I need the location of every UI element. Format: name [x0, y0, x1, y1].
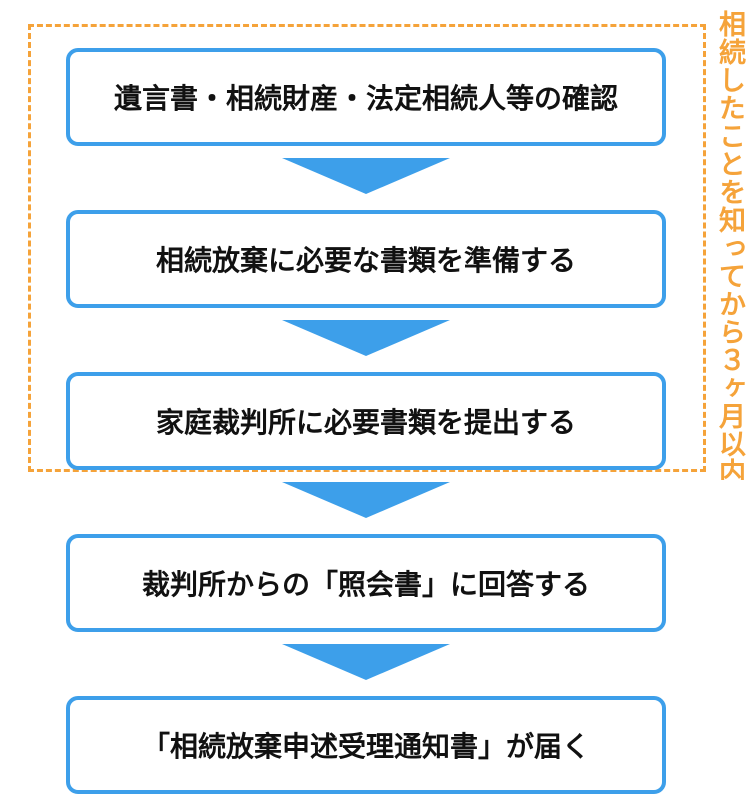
- step-5-label: 「相続放棄申述受理通知書」が届く: [141, 730, 590, 763]
- step-4-label: 裁判所からの「照会書」に回答する: [141, 568, 590, 601]
- deadline-label: 相続したことを知ってから３ヶ月以内: [714, 10, 745, 480]
- step-4-box: 裁判所からの「照会書」に回答する: [66, 534, 666, 632]
- down-arrow-icon: [282, 158, 450, 194]
- deadline-period-frame: [28, 24, 706, 472]
- step-1-label: 遺言書・相続財産・法定相続人等の確認: [113, 82, 618, 115]
- down-arrow-icon: [282, 320, 450, 356]
- step-3-box: 家庭裁判所に必要書類を提出する: [66, 372, 666, 470]
- down-arrow-icon: [282, 482, 450, 518]
- step-2-box: 相続放棄に必要な書類を準備する: [66, 210, 666, 308]
- down-arrow-icon: [282, 644, 450, 680]
- step-1-box: 遺言書・相続財産・法定相続人等の確認: [66, 48, 666, 146]
- step-3-label: 家庭裁判所に必要書類を提出する: [155, 406, 576, 439]
- step-2-label: 相続放棄に必要な書類を準備する: [155, 244, 576, 277]
- step-5-box: 「相続放棄申述受理通知書」が届く: [66, 696, 666, 794]
